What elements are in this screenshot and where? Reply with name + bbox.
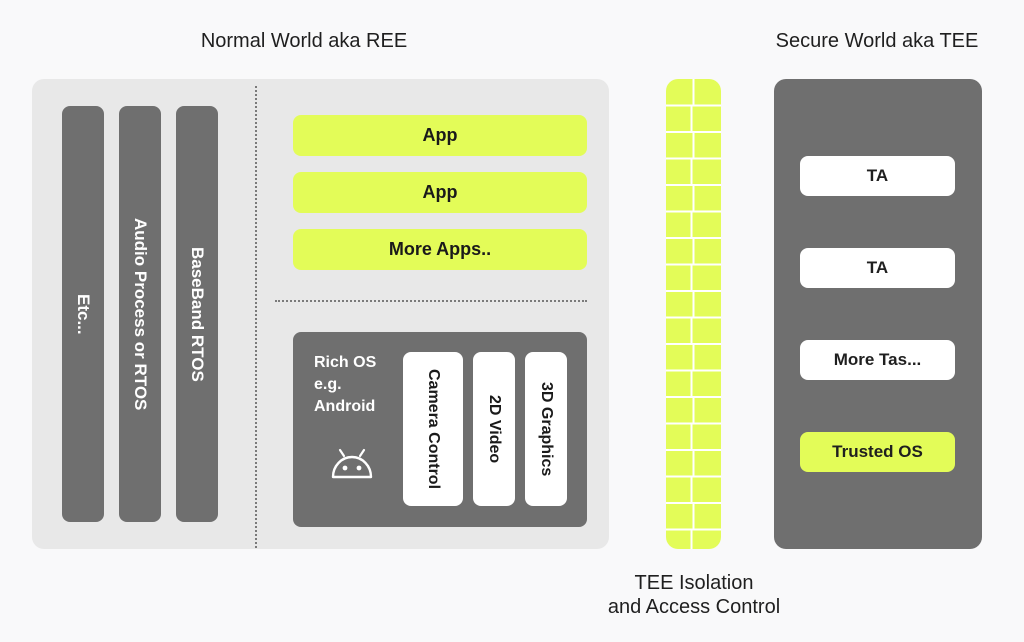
vertical-divider [255,86,257,548]
rich-os-label-line1: Rich OS [314,354,377,371]
audio-rtos-bar: Audio Process or RTOS [119,106,161,522]
baseband-rtos-bar-label: BaseBand RTOS [188,246,207,382]
tee-panel [774,79,982,549]
camera-control-label: Camera Control [425,368,442,490]
brick-pattern [666,79,721,549]
rich-os-label-line2: e.g. [314,376,342,393]
horizontal-divider [275,300,587,302]
isolation-label-line2: and Access Control [607,596,781,618]
video-2d-label: 2D Video [486,394,503,464]
more-apps-box: More Apps.. [293,229,587,270]
audio-rtos-bar-label: Audio Process or RTOS [131,217,150,411]
secure-world-heading: Secure World aka TEE [775,30,979,52]
normal-world-heading: Normal World aka REE [200,30,408,52]
graphics-3d-label: 3D Graphics [538,381,555,477]
rich-os-label-line3: Android [314,398,376,415]
graphics-3d-card: 3D Graphics [525,352,567,506]
etc-bar: Etc... [62,106,104,522]
video-2d-card: 2D Video [473,352,515,506]
app-box-2: App [293,172,587,213]
rich-os-label: Rich OS e.g. Android [314,352,404,418]
android-icon [329,446,375,480]
isolation-label-line1: TEE Isolation [634,572,754,594]
trusted-os-box: Trusted OS [800,432,955,472]
etc-bar-label: Etc... [74,293,93,335]
ta-box-2: TA [800,248,955,288]
isolation-label: TEE Isolation and Access Control [592,571,796,619]
app-box-1: App [293,115,587,156]
isolation-wall [666,79,721,549]
more-tas-box: More Tas... [800,340,955,380]
camera-control-card: Camera Control [403,352,463,506]
ta-box-1: TA [800,156,955,196]
baseband-rtos-bar: BaseBand RTOS [176,106,218,522]
